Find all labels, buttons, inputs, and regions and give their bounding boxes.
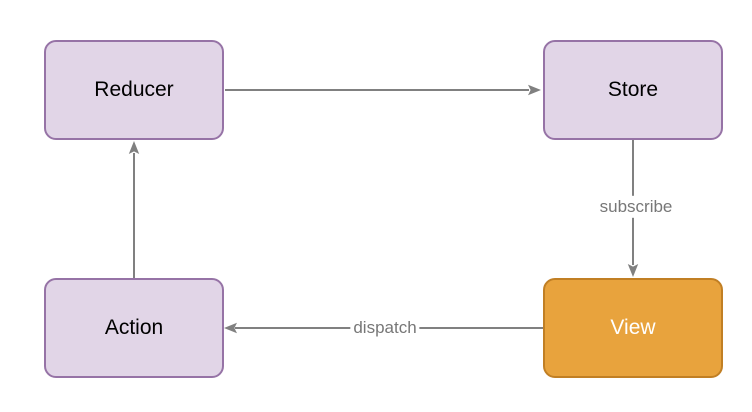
node-action-label: Action: [104, 316, 164, 339]
node-view: View: [543, 278, 723, 378]
edge-view-action-arrowhead-icon: [224, 322, 237, 334]
node-store-label: Store: [607, 78, 659, 101]
edge-action-reducer-arrowhead-icon: [128, 141, 140, 154]
edge-store-view-arrowhead-icon: [627, 264, 639, 277]
node-action: Action: [44, 278, 224, 378]
node-store: Store: [543, 40, 723, 140]
node-reducer: Reducer: [44, 40, 224, 140]
edge-label-subscribe: subscribe: [596, 195, 676, 219]
node-view-label: View: [610, 316, 656, 339]
node-reducer-label: Reducer: [94, 78, 174, 101]
edge-reducer-store-arrowhead-icon: [528, 84, 541, 96]
edge-label-dispatch: dispatch: [350, 316, 420, 340]
